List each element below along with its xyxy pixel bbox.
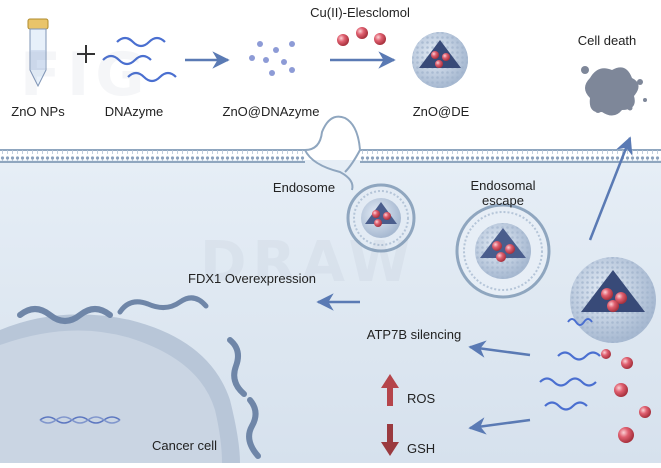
endosome <box>304 149 416 253</box>
dnazyme-strand-icon <box>102 36 177 83</box>
label-zno-dnazyme: ZnO@DNAzyme <box>222 104 320 119</box>
released-dnazyme <box>539 351 601 411</box>
label-gsh: GSH <box>407 441 436 456</box>
cu-elesclomol-icon <box>337 27 386 46</box>
label-endosome: Endosome <box>272 180 336 195</box>
label-cu-elesclomol: Cu(II)-Elesclomol <box>310 5 410 20</box>
ros-up-arrow <box>381 374 399 406</box>
nanoparticle-icon <box>249 41 295 76</box>
label-cancer-cell: Cancer cell <box>152 438 218 453</box>
label-zno-nps: ZnO NPs <box>11 104 65 119</box>
label-ros: ROS <box>407 391 436 406</box>
label-zno-de: ZnO@DE <box>412 104 470 119</box>
label-endosomal: Endosomal <box>470 178 536 193</box>
gsh-down-arrow <box>381 424 399 456</box>
label-escape: escape <box>482 193 524 208</box>
dna-helix <box>39 416 121 424</box>
cell-debris-icon <box>581 66 647 116</box>
released-cu <box>601 349 651 443</box>
label-fdx1: FDX1 Overexpression <box>188 271 316 286</box>
plus-icon <box>77 45 95 63</box>
liposome-icon <box>412 32 468 88</box>
watermark-small: DRAW <box>200 230 417 295</box>
watermark-big: FIG <box>20 40 151 110</box>
arrow-ros-gsh <box>468 417 531 435</box>
label-dnazyme: DNAzyme <box>104 104 164 119</box>
endoplasmic-reticulum <box>17 306 113 324</box>
endosomal-escape-vesicle <box>455 203 551 299</box>
arrow-cell-death <box>588 136 633 241</box>
label-cell-death: Cell death <box>577 33 637 48</box>
nucleus <box>0 295 261 463</box>
plasma-membrane <box>0 115 661 163</box>
released-liposome <box>567 257 656 343</box>
test-tube-icon <box>27 18 49 88</box>
arrow-atp7b <box>468 340 531 358</box>
label-atp7b: ATP7B silencing <box>366 327 462 342</box>
